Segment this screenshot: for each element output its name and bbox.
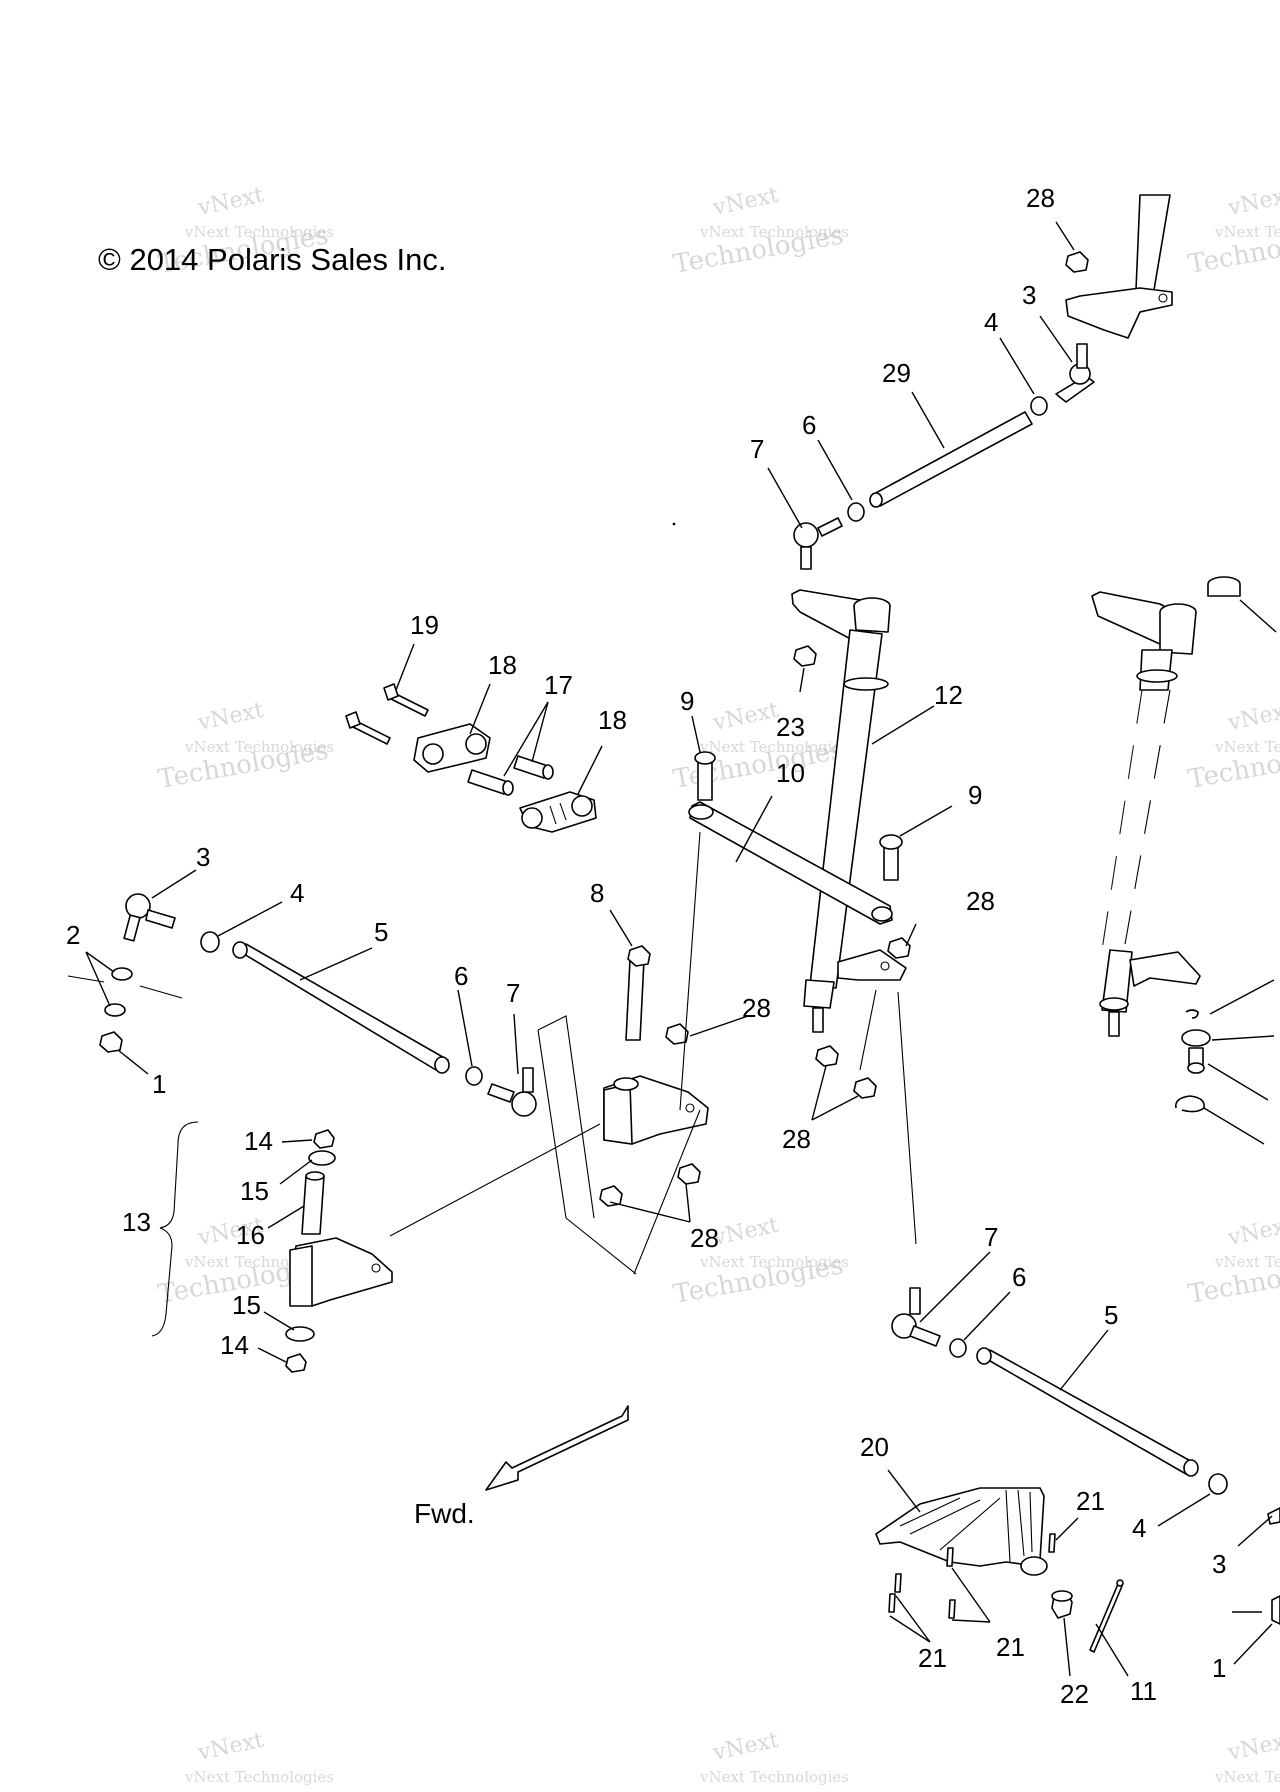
svg-text:vNext: vNext (1225, 698, 1280, 736)
callout-14: 14 (220, 1330, 249, 1360)
callout-numbers: 28 3 4 29 6 7 19 18 17 18 9 23 10 12 9 2… (66, 183, 1226, 1709)
svg-text:vNext Technologies: vNext Technologies (699, 223, 849, 241)
svg-text:vNext: vNext (710, 1728, 781, 1766)
callout-5: 5 (374, 917, 388, 947)
svg-text:vNext: vNext (195, 183, 266, 221)
callout-21: 21 (996, 1632, 1025, 1662)
callout-3: 3 (1212, 1549, 1226, 1579)
callout-22: 22 (1060, 1679, 1089, 1709)
callout-6: 6 (454, 961, 468, 991)
svg-text:vNext Technologies: vNext Technologies (1214, 738, 1280, 756)
watermark: vNext vNext Technologies (184, 1728, 334, 1786)
callout-1: 1 (152, 1069, 166, 1099)
forward-label: Fwd. (414, 1498, 475, 1529)
svg-text:vNext: vNext (1225, 1728, 1280, 1766)
callout-10: 10 (776, 758, 805, 788)
svg-text:vNext: vNext (1225, 183, 1280, 221)
svg-text:vNext: vNext (1225, 1213, 1280, 1251)
callout-16: 16 (236, 1220, 265, 1250)
callout-7: 7 (506, 978, 520, 1008)
watermark: vNext vNext Technologies Technologies (671, 183, 849, 280)
callout-14: 14 (244, 1126, 273, 1156)
callout-23: 23 (776, 712, 805, 742)
svg-text:vNext: vNext (710, 183, 781, 221)
watermark: vNext vNext Technologies Technologies (1186, 183, 1280, 280)
callout-12: 12 (934, 680, 963, 710)
svg-text:vNext Technologies: vNext Technologies (699, 1253, 849, 1271)
callout-21: 21 (918, 1643, 947, 1673)
upper-right-assembly (793, 194, 1173, 570)
alignment-lines (389, 522, 1171, 1275)
callout-8: 8 (590, 878, 604, 908)
steering-post-assembly (791, 589, 911, 1099)
callout-2: 2 (66, 920, 80, 950)
left-tie-rod (67, 893, 537, 1117)
callout-6: 6 (802, 410, 816, 440)
idler-bracket-assembly (151, 1121, 393, 1373)
callout-21: 21 (1076, 1486, 1105, 1516)
callout-11: 11 (1130, 1676, 1157, 1706)
callout-4: 4 (984, 307, 998, 337)
callout-19: 19 (410, 610, 439, 640)
center-idler-bracket (599, 945, 709, 1207)
right-tie-rod (891, 1287, 1280, 1625)
watermark: vNext vNext Technologies Technologies (156, 698, 334, 795)
callout-18: 18 (488, 650, 517, 680)
callout-28: 28 (966, 886, 995, 916)
svg-text:vNext Technologies: vNext Technologies (1214, 1253, 1280, 1271)
callout-28: 28 (782, 1124, 811, 1154)
callout-9: 9 (680, 686, 694, 716)
callout-15: 15 (240, 1176, 269, 1206)
callout-5: 5 (1104, 1300, 1118, 1330)
svg-text:vNext: vNext (195, 1728, 266, 1766)
callout-18: 18 (598, 705, 627, 735)
callout-28: 28 (742, 993, 771, 1023)
callout-28: 28 (1026, 183, 1055, 213)
copyright-text: © 2014 Polaris Sales Inc. (98, 242, 447, 277)
callout-13: 13 (122, 1207, 151, 1237)
callout-7: 7 (984, 1222, 998, 1252)
watermark: vNext vNext Technologies Technologies (1186, 698, 1280, 795)
pivot-blocks (345, 683, 597, 833)
callout-3: 3 (1022, 280, 1036, 310)
callout-1: 1 (1212, 1653, 1226, 1683)
svg-text:vNext: vNext (195, 698, 266, 736)
callout-6: 6 (1012, 1262, 1026, 1292)
callout-17: 17 (544, 670, 573, 700)
svg-text:vNext Technologies: vNext Technologies (1214, 1768, 1280, 1786)
svg-text:vNext Technologies: vNext Technologies (184, 1768, 334, 1786)
svg-text:vNext: vNext (710, 698, 781, 736)
forward-arrow: Fwd. (414, 1405, 629, 1529)
callout-3: 3 (196, 842, 210, 872)
callout-28: 28 (690, 1223, 719, 1253)
svg-text:vNext Technologies: vNext Technologies (699, 1768, 849, 1786)
watermark: vNext vNext Technologies (1214, 1728, 1280, 1786)
svg-text:vNext: vNext (710, 1213, 781, 1251)
callout-29: 29 (882, 358, 911, 388)
pitman-arm (688, 751, 903, 925)
right-spindle-assembly (1091, 576, 1241, 1113)
callout-7: 7 (750, 434, 764, 464)
callout-15: 15 (232, 1290, 261, 1320)
watermark: vNext vNext Technologies Technologies (1186, 1213, 1280, 1310)
leader-lines (85, 221, 1277, 1677)
watermark: vNext vNext Technologies (699, 1728, 849, 1786)
svg-text:vNext Technologies: vNext Technologies (699, 738, 849, 756)
callout-4: 4 (1132, 1513, 1146, 1543)
callout-9: 9 (968, 780, 982, 810)
svg-text:vNext Technologies: vNext Technologies (184, 223, 334, 241)
callout-4: 4 (290, 878, 304, 908)
gear-cover-assembly (875, 1487, 1124, 1653)
svg-text:vNext Technologies: vNext Technologies (184, 738, 334, 756)
svg-text:vNext Technologies: vNext Technologies (1214, 223, 1280, 241)
callout-20: 20 (860, 1432, 889, 1462)
